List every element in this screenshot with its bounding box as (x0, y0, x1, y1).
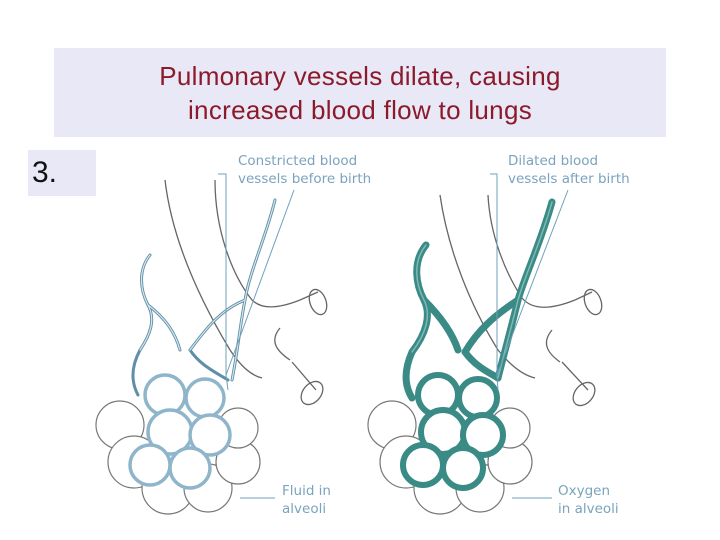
right-alveoli-vessel-wrapped (400, 372, 506, 491)
step-number: 3. (32, 156, 58, 189)
left-top-label-line-2: vessels before birth (238, 171, 371, 187)
right-top-label-line-2: vessels after birth (508, 171, 630, 187)
right-vessels-inner (411, 201, 553, 379)
right-bottom-label-line-2: in alveoli (558, 501, 619, 517)
right-top-leader-line (490, 173, 569, 391)
left-bottom-label-line-1: Fluid in (282, 483, 331, 499)
left-vessels-inner (139, 199, 276, 381)
step-number-box: 3. (28, 150, 96, 196)
left-top-label-line-1: Constricted blood (238, 153, 357, 169)
left-top-leader-line (218, 173, 295, 391)
right-bottom-label-line-1: Oxygen (558, 483, 610, 499)
right-bronchus (439, 194, 603, 407)
left-alveoli-vessel-wrapped (128, 373, 232, 490)
constricted-vessels-illustration: Constricted blood vessels before birth F… (95, 153, 371, 517)
right-vessels (402, 198, 556, 402)
slide-title-box: Pulmonary vessels dilate, causing increa… (54, 48, 666, 137)
left-bottom-label-line-2: alveoli (282, 501, 326, 517)
dilated-vessels-illustration: Dilated blood vessels after birth Oxygen… (367, 153, 630, 517)
right-top-label-line-1: Dilated blood (508, 153, 598, 169)
slide-title-line-2: increased blood flow to lungs (187, 94, 533, 125)
slide-title-line-1: Pulmonary vessels dilate, causing (159, 60, 561, 91)
left-vessels (131, 198, 277, 397)
